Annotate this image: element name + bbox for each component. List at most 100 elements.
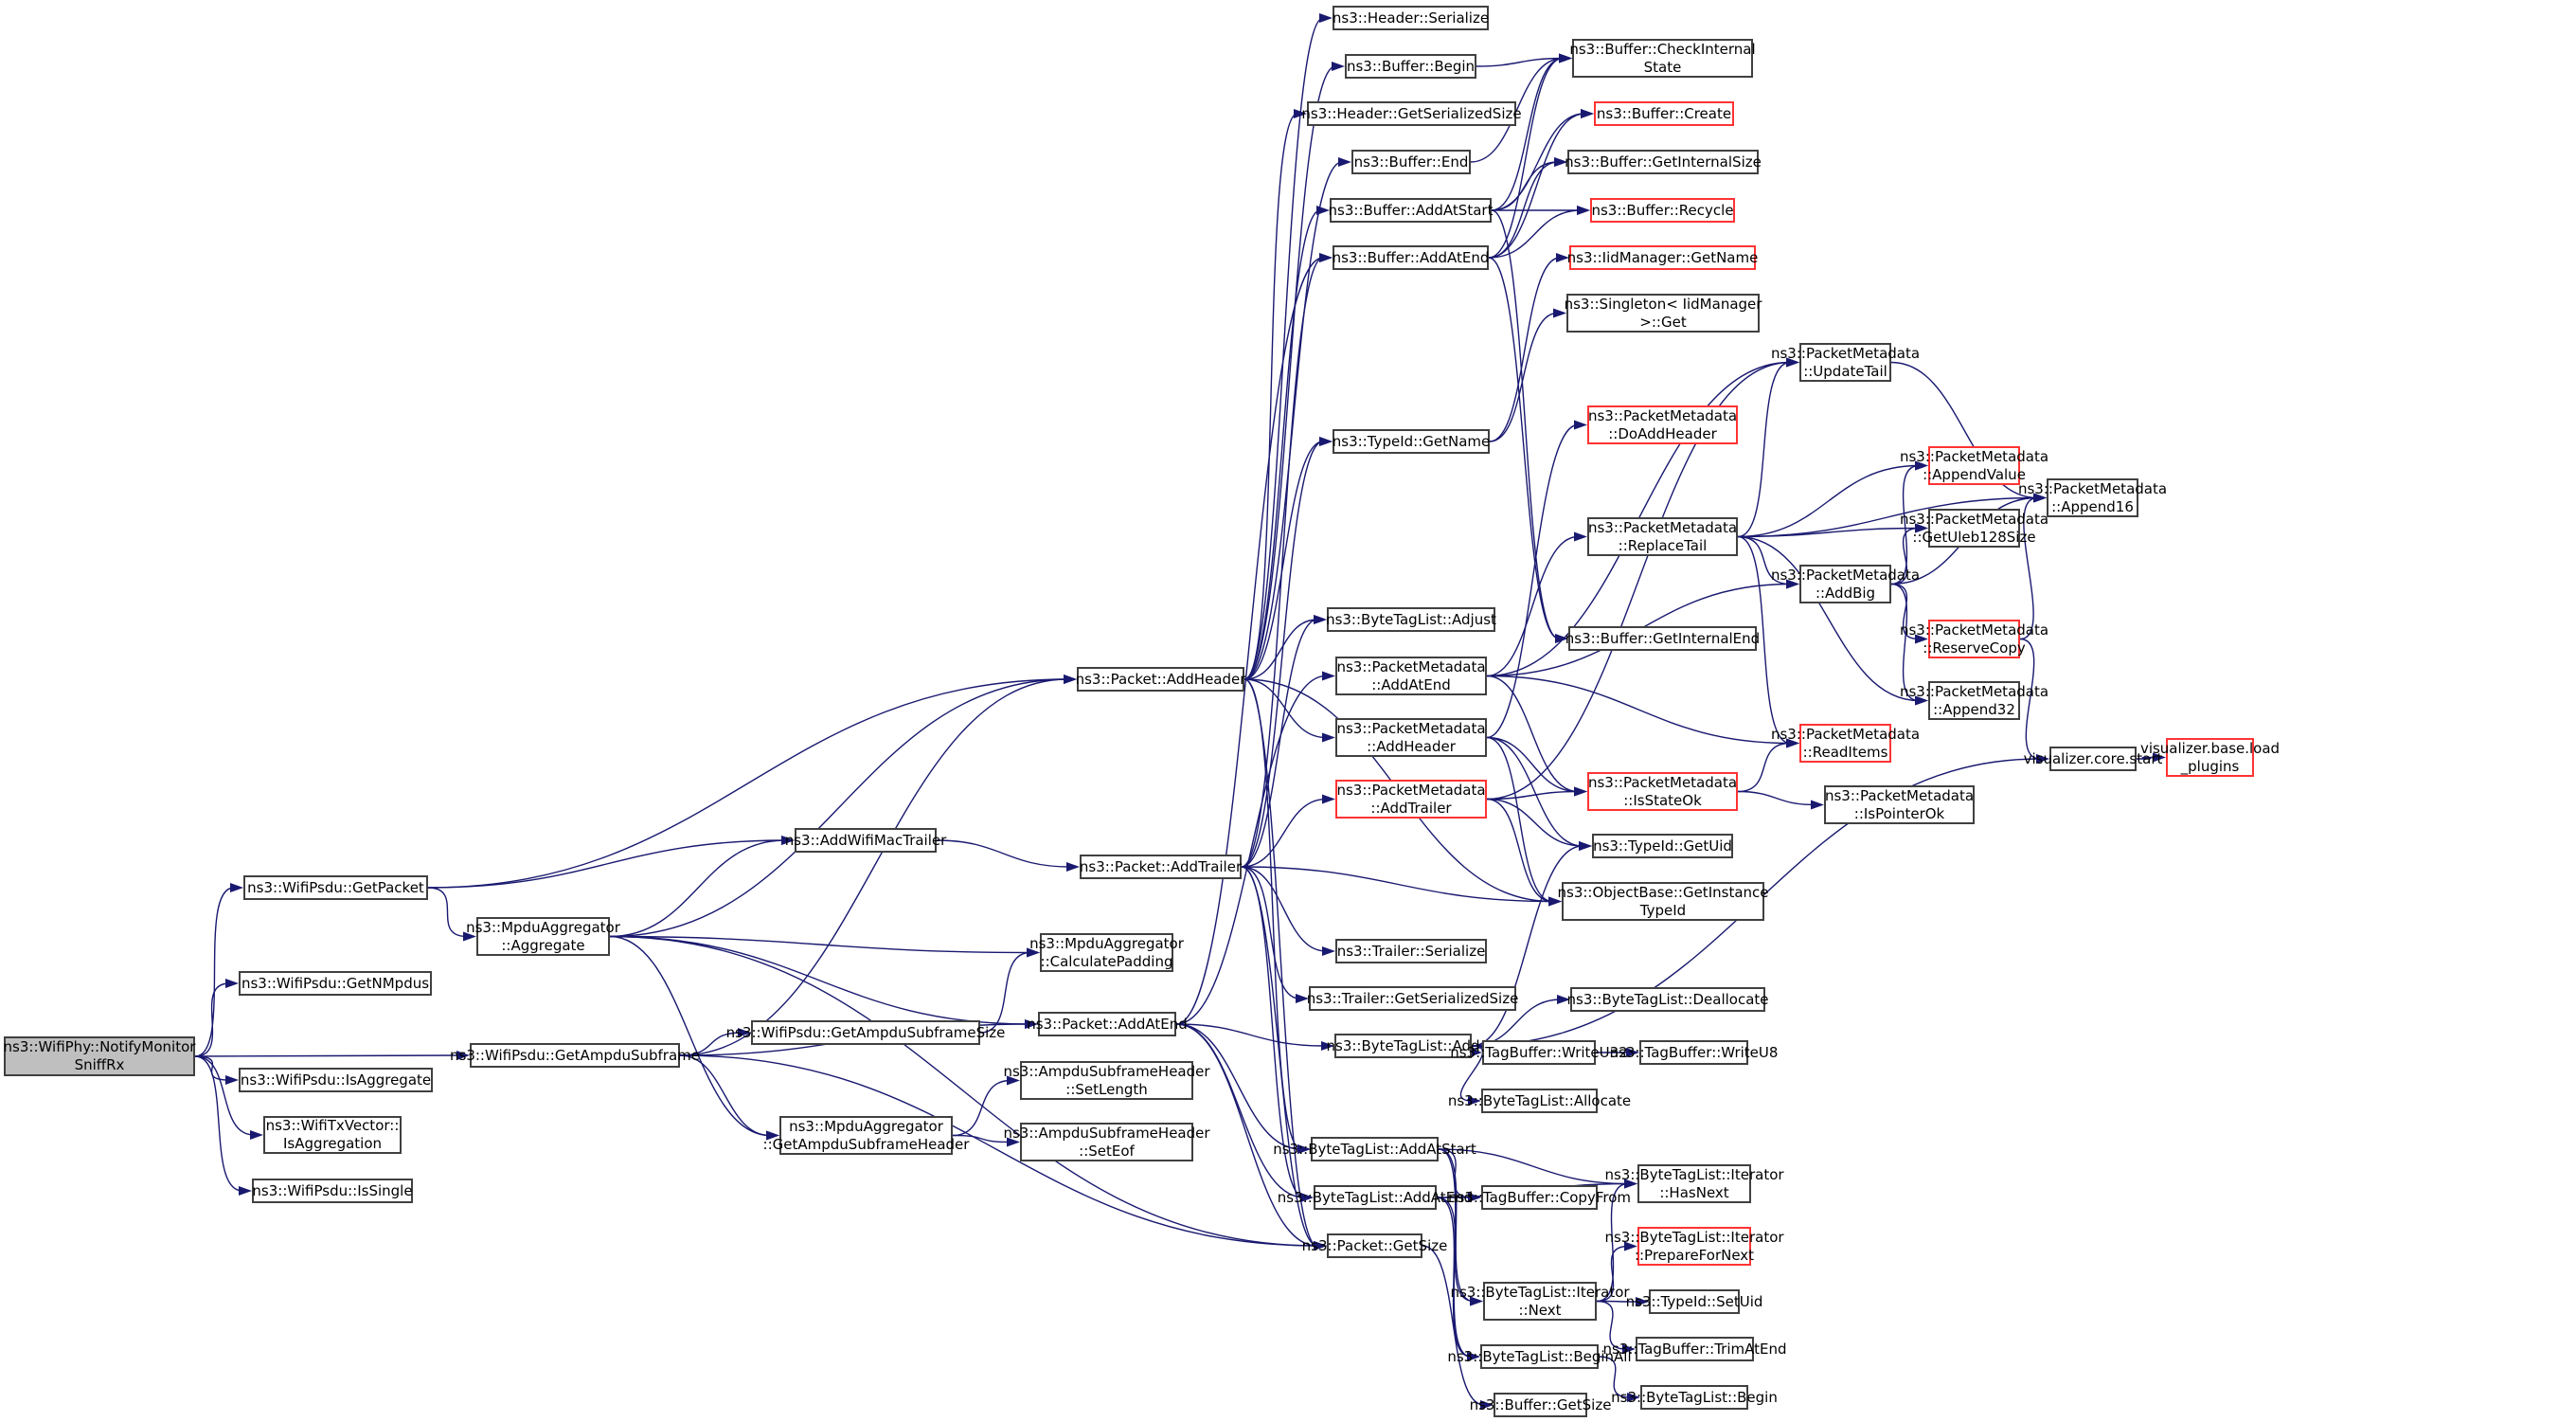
node-iterator-preparefornext[interactable]: ns3::ByteTagList::Iterator ::PrepareForN… bbox=[1604, 1227, 1784, 1266]
node-objectbase-getinstancetypeid[interactable]: ns3::ObjectBase::GetInstance TypeId bbox=[1558, 882, 1769, 921]
node-header-serialize[interactable]: ns3::Header::Serialize bbox=[1333, 6, 1489, 30]
node-wifipsdu-isaggregate[interactable]: ns3::WifiPsdu::IsAggregate bbox=[239, 1068, 433, 1092]
node-bytetaglist-add[interactable]: ns3::ByteTagList::Add bbox=[1327, 1034, 1480, 1058]
arrowhead-icon bbox=[1581, 109, 1594, 118]
node-buffer-recycle[interactable]: ns3::Buffer::Recycle bbox=[1590, 198, 1735, 223]
call-edge-pktAddTrailer-to-typeGetName bbox=[1241, 441, 1324, 868]
node-mpduaggregator-calculatepadding[interactable]: ns3::MpduAggregator ::CalculatePadding bbox=[1029, 933, 1184, 972]
node-packetmetadata-addheader[interactable]: ns3::PacketMetadata ::AddHeader bbox=[1335, 718, 1487, 757]
call-edge-pmUpdateTail-to-pmAppend16 bbox=[1890, 361, 2038, 499]
node-visualizer-core-start[interactable]: visualizer.core.start bbox=[2024, 747, 2162, 771]
arrowhead-icon bbox=[1007, 1137, 1020, 1147]
node-trailer-getserializedsize[interactable]: ns3::Trailer::GetSerializedSize bbox=[1307, 986, 1518, 1011]
arrowhead-icon bbox=[1554, 157, 1567, 167]
node-wifipsdu-getampdusubframe[interactable]: ns3::WifiPsdu::GetAmpduSubframe bbox=[450, 1043, 700, 1068]
node-tagbuffer-copyfrom[interactable]: ns3::TagBuffer::CopyFrom bbox=[1448, 1185, 1631, 1210]
node-addwifimactrailer[interactable]: ns3::AddWifiMacTrailer bbox=[785, 828, 946, 853]
arrowhead-icon bbox=[225, 979, 239, 988]
node-bytetaglist-beginall[interactable]: ns3::ByteTagList::BeginAll bbox=[1447, 1344, 1632, 1369]
node-buffer-getsize[interactable]: ns3::Buffer::GetSize bbox=[1470, 1393, 1611, 1417]
node-wifipsdu-getampdusubframesize[interactable]: ns3::WifiPsdu::GetAmpduSubframeSize bbox=[726, 1020, 1005, 1045]
node-mpduaggregator-aggregate[interactable]: ns3::MpduAggregator ::Aggregate bbox=[466, 917, 620, 956]
node-packetmetadata-readitems[interactable]: ns3::PacketMetadata ::ReadItems bbox=[1771, 724, 1920, 763]
node-trailer-serialize[interactable]: ns3::Trailer::Serialize bbox=[1335, 939, 1487, 963]
call-edge-aggregate-to-pktGetSize bbox=[609, 935, 1318, 1247]
node-iterator-next[interactable]: ns3::ByteTagList::Iterator ::Next bbox=[1450, 1282, 1630, 1321]
node-buffer-end[interactable]: ns3::Buffer::End bbox=[1351, 150, 1471, 174]
arrowhead-icon bbox=[1915, 634, 1928, 644]
node-buffer-getinternalend[interactable]: ns3::Buffer::GetInternalEnd bbox=[1565, 626, 1760, 651]
node-packetmetadata-ispointerok[interactable]: ns3::PacketMetadata ::IsPointerOk bbox=[1824, 785, 1975, 824]
node-bytetaglist-begin[interactable]: ns3::ByteTagList::Begin bbox=[1611, 1385, 1778, 1410]
node-packetmetadata-addbig[interactable]: ns3::PacketMetadata ::AddBig bbox=[1771, 565, 1920, 603]
arrowhead-icon bbox=[1622, 1344, 1636, 1354]
node-wifitxvector-isaggregation[interactable]: ns3::WifiTxVector:: IsAggregation bbox=[263, 1116, 402, 1154]
node-packetmetadata-doaddheader[interactable]: ns3::PacketMetadata ::DoAddHeader bbox=[1587, 405, 1738, 444]
node-buffer-addatend[interactable]: ns3::Buffer::AddAtEnd bbox=[1333, 245, 1489, 270]
call-edge-pmAddAtEnd-to-pmReplaceTail bbox=[1486, 535, 1579, 677]
call-edge-pmReplaceTail-to-pmAppend32 bbox=[1737, 535, 1920, 702]
node-packetmetadata-appendvalue[interactable]: ns3::PacketMetadata ::AppendValue bbox=[1900, 446, 2048, 485]
node-tagbuffer-trimatend[interactable]: ns3::TagBuffer::TrimAtEnd bbox=[1602, 1337, 1787, 1361]
node-typeid-setuid[interactable]: ns3::TypeId::SetUid bbox=[1626, 1289, 1762, 1314]
node-wifipsdu-getnmpdus[interactable]: ns3::WifiPsdu::GetNMpdus bbox=[239, 971, 432, 996]
node-packetmetadata-replacetail[interactable]: ns3::PacketMetadata ::ReplaceTail bbox=[1587, 517, 1738, 556]
node-packetmetadata-append16[interactable]: ns3::PacketMetadata ::Append16 bbox=[2018, 478, 2167, 517]
arrowhead-icon bbox=[463, 931, 476, 942]
node-bytetaglist-addatend[interactable]: ns3::ByteTagList::AddAtEnd bbox=[1278, 1185, 1473, 1210]
node-packetmetadata-addatend[interactable]: ns3::PacketMetadata ::AddAtEnd bbox=[1335, 657, 1487, 695]
node-iterator-hasnext[interactable]: ns3::ByteTagList::Iterator ::HasNext bbox=[1604, 1164, 1784, 1203]
call-edge-pmAddTrailer-to-pmUpdateTail bbox=[1486, 361, 1791, 801]
node-typeid-getuid[interactable]: ns3::TypeId::GetUid bbox=[1592, 834, 1733, 858]
node-packetmetadata-updatetail[interactable]: ns3::PacketMetadata ::UpdateTail bbox=[1771, 343, 1920, 382]
node-bytetaglist-deallocate[interactable]: ns3::ByteTagList::Deallocate bbox=[1567, 987, 1769, 1012]
node-wifipsdu-getpacket[interactable]: ns3::WifiPsdu::GetPacket bbox=[243, 875, 428, 900]
node-header-getserializedsize[interactable]: ns3::Header::GetSerializedSize bbox=[1301, 101, 1522, 126]
node-packetmetadata-reservecopy[interactable]: ns3::PacketMetadata ::ReserveCopy bbox=[1900, 620, 2048, 658]
call-edge-pmAddBig-to-pmAppendValue bbox=[1890, 464, 1920, 585]
call-edge-pmAddTrailer-to-objGetInstTypeId bbox=[1486, 798, 1553, 903]
call-edge-pktAddHeader-to-hdrSerialize bbox=[1243, 17, 1324, 680]
node-buffer-addatstart[interactable]: ns3::Buffer::AddAtStart bbox=[1329, 198, 1493, 223]
arrowhead-icon bbox=[1322, 946, 1335, 956]
node-buffer-getinternalsize[interactable]: ns3::Buffer::GetInternalSize bbox=[1565, 150, 1762, 174]
node-bytetaglist-adjust[interactable]: ns3::ByteTagList::Adjust bbox=[1326, 607, 1496, 632]
node-buffer-begin[interactable]: ns3::Buffer::Begin bbox=[1345, 54, 1476, 79]
node-packet-getsize[interactable]: ns3::Packet::GetSize bbox=[1302, 1233, 1447, 1258]
node-packetmetadata-isstateok[interactable]: ns3::PacketMetadata ::IsStateOk bbox=[1587, 772, 1738, 811]
node-singleton-iidmanager-get[interactable]: ns3::Singleton< IidManager >::Get bbox=[1565, 294, 1762, 333]
call-edge-pmAddTrailer-to-typeGetUid bbox=[1486, 798, 1583, 847]
call-edge-pktAddHeader-to-btlAdjust bbox=[1243, 619, 1318, 680]
node-bytetaglist-allocate[interactable]: ns3::ByteTagList::Allocate bbox=[1448, 1089, 1631, 1113]
node-tagbuffer-writeu32[interactable]: ns3::TagBuffer::WriteU32 bbox=[1450, 1040, 1628, 1065]
arrowhead-icon bbox=[2033, 493, 2047, 503]
node-packetmetadata-append32[interactable]: ns3::PacketMetadata ::Append32 bbox=[1900, 681, 2048, 720]
arrowhead-icon bbox=[1786, 738, 1799, 748]
node-packetmetadata-getuleb128size[interactable]: ns3::PacketMetadata ::GetUleb128Size bbox=[1900, 509, 2048, 548]
call-edge-pktAddTrailer-to-objGetInstTypeId bbox=[1241, 866, 1553, 903]
node-typeid-getname[interactable]: ns3::TypeId::GetName bbox=[1333, 429, 1490, 454]
arrowhead-icon bbox=[1316, 206, 1330, 215]
call-edge-pmAddHeader-to-pmIsStateOk bbox=[1486, 736, 1579, 793]
node-tagbuffer-writeu8[interactable]: ns3::TagBuffer::WriteU8 bbox=[1610, 1040, 1778, 1065]
node-packet-addatend[interactable]: ns3::Packet::AddAtEnd bbox=[1027, 1012, 1188, 1036]
node-buffer-create[interactable]: ns3::Buffer::Create bbox=[1594, 101, 1734, 126]
arrowhead-icon bbox=[1557, 995, 1570, 1004]
node-ampdusubframeheader-setlength[interactable]: ns3::AmpduSubframeHeader ::SetLength bbox=[1003, 1061, 1210, 1100]
node-mpduaggregator-getampdusubframeheader[interactable]: ns3::MpduAggregator ::GetAmpduSubframeHe… bbox=[763, 1116, 969, 1155]
call-edge-itNext-to-tbTrimAtEnd bbox=[1596, 1300, 1627, 1350]
call-edge-pmAddAtEnd-to-pmReadItems bbox=[1486, 675, 1791, 745]
call-edge-bufEnd-to-bufCheck bbox=[1470, 57, 1564, 163]
node-iidmanager-getname[interactable]: ns3::IidManager::GetName bbox=[1567, 245, 1758, 270]
call-edge-pktAddAtEnd-to-pktGetSize bbox=[1175, 1023, 1318, 1247]
call-edge-aggregate-to-calcPadding bbox=[609, 935, 1031, 954]
node-buffer-checkinternalstate[interactable]: ns3::Buffer::CheckInternal State bbox=[1569, 39, 1756, 78]
node-ampdusubframeheader-seteof[interactable]: ns3::AmpduSubframeHeader ::SetEof bbox=[1003, 1123, 1210, 1161]
node-packet-addheader[interactable]: ns3::Packet::AddHeader bbox=[1076, 667, 1245, 692]
call-edge-pmAddAtEnd-to-pmIsStateOk bbox=[1486, 675, 1579, 793]
node-packetmetadata-addtrailer[interactable]: ns3::PacketMetadata ::AddTrailer bbox=[1335, 780, 1487, 819]
node-visualizer-base-load-plugins[interactable]: visualizer.base.load _plugins bbox=[2140, 738, 2280, 777]
node-packet-addtrailer[interactable]: ns3::Packet::AddTrailer bbox=[1080, 855, 1242, 879]
node-bytetaglist-addatstart[interactable]: ns3::ByteTagList::AddAtStart bbox=[1273, 1137, 1476, 1161]
node-wifipsdu-issingle[interactable]: ns3::WifiPsdu::IsSingle bbox=[252, 1179, 413, 1203]
